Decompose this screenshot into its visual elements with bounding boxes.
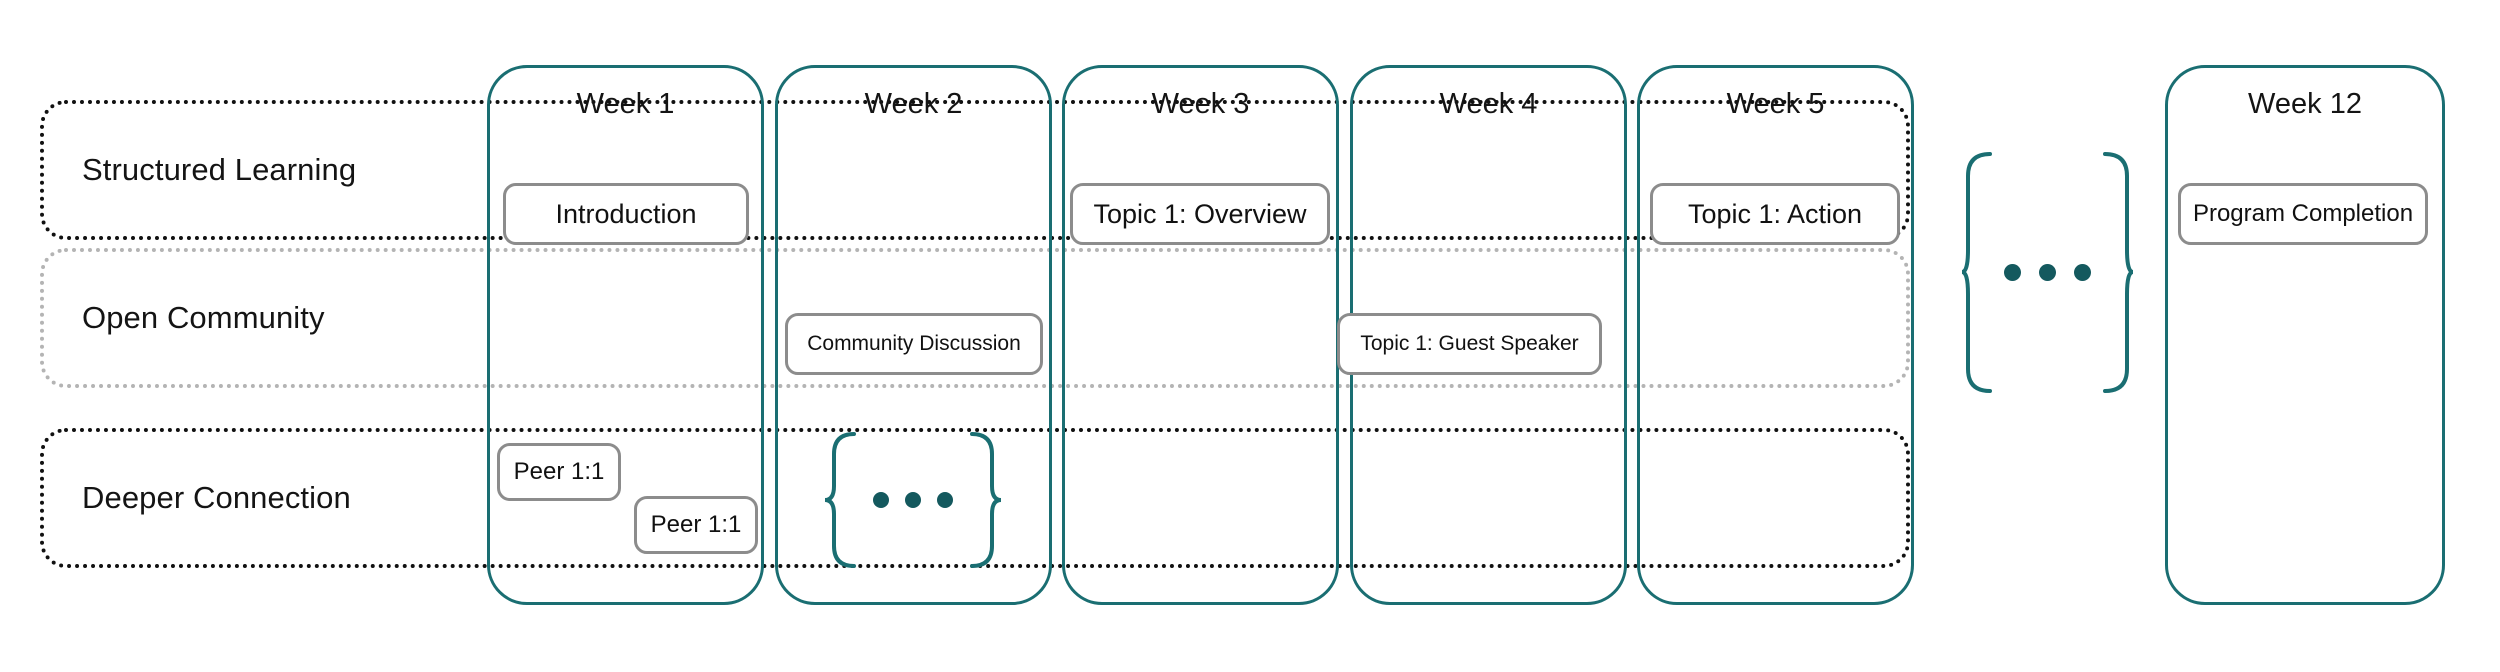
week-column-title: Week 1 <box>576 88 675 120</box>
activity-card-community-discussion[interactable]: Community Discussion <box>785 313 1043 375</box>
ellipsis-dot <box>2074 264 2091 281</box>
activity-card-topic-1-action[interactable]: Topic 1: Action <box>1650 183 1900 245</box>
peer-sessions-continuation-ellipsis <box>818 430 1008 570</box>
activity-card-label: Peer 1:1 <box>650 511 742 538</box>
activity-card-label: Introduction <box>555 198 697 229</box>
row-label-deeper-connection: Deeper Connection <box>82 480 351 515</box>
week-column-week-12[interactable]: Week 12 <box>2165 65 2445 605</box>
activity-card-peer-1-1-a[interactable]: Peer 1:1 <box>497 443 621 501</box>
week-column-week-3[interactable]: Week 3 <box>1062 65 1339 605</box>
row-label-structured-learning: Structured Learning <box>82 152 357 187</box>
weeks-continuation-ellipsis <box>1960 150 2135 395</box>
week-column-week-1[interactable]: Week 1 <box>487 65 764 605</box>
activity-card-label: Topic 1: Action <box>1687 198 1863 229</box>
activity-card-label: Community Discussion <box>807 332 1021 355</box>
week-column-week-5[interactable]: Week 5 <box>1637 65 1914 605</box>
activity-card-introduction[interactable]: Introduction <box>503 183 749 245</box>
row-band-open-community: Open Community <box>40 248 1910 388</box>
activity-card-topic-1-guest-speaker[interactable]: Topic 1: Guest Speaker <box>1337 313 1602 375</box>
activity-card-label: Topic 1: Overview <box>1093 198 1307 229</box>
week-column-title: Week 5 <box>1726 88 1825 120</box>
week-column-title: Week 3 <box>1151 88 1250 120</box>
ellipsis-dot <box>2039 264 2056 281</box>
brace-ellipsis-icon <box>1961 152 2134 393</box>
week-column-title: Week 2 <box>864 88 963 120</box>
activity-card-label: Program Completion <box>2192 200 2414 227</box>
activity-card-label: Peer 1:1 <box>513 458 605 485</box>
activity-card-topic-1-overview[interactable]: Topic 1: Overview <box>1070 183 1330 245</box>
week-column-title: Week 12 <box>2248 88 2362 120</box>
ellipsis-dot <box>905 492 921 508</box>
brace-ellipsis-icon <box>824 432 1002 568</box>
ellipsis-dots <box>2004 264 2091 281</box>
ellipsis-dot <box>937 492 953 508</box>
ellipsis-dot <box>2004 264 2021 281</box>
ellipsis-dot <box>873 492 889 508</box>
activity-card-program-completion[interactable]: Program Completion <box>2178 183 2428 245</box>
ellipsis-dots <box>873 492 953 508</box>
activity-card-peer-1-1-b[interactable]: Peer 1:1 <box>634 496 758 554</box>
row-label-open-community: Open Community <box>82 300 325 335</box>
week-column-title: Week 4 <box>1439 88 1538 120</box>
week-column-week-2[interactable]: Week 2 <box>775 65 1052 605</box>
activity-card-label: Topic 1: Guest Speaker <box>1360 332 1579 355</box>
row-band-structured-learning: Structured Learning <box>40 100 1910 240</box>
